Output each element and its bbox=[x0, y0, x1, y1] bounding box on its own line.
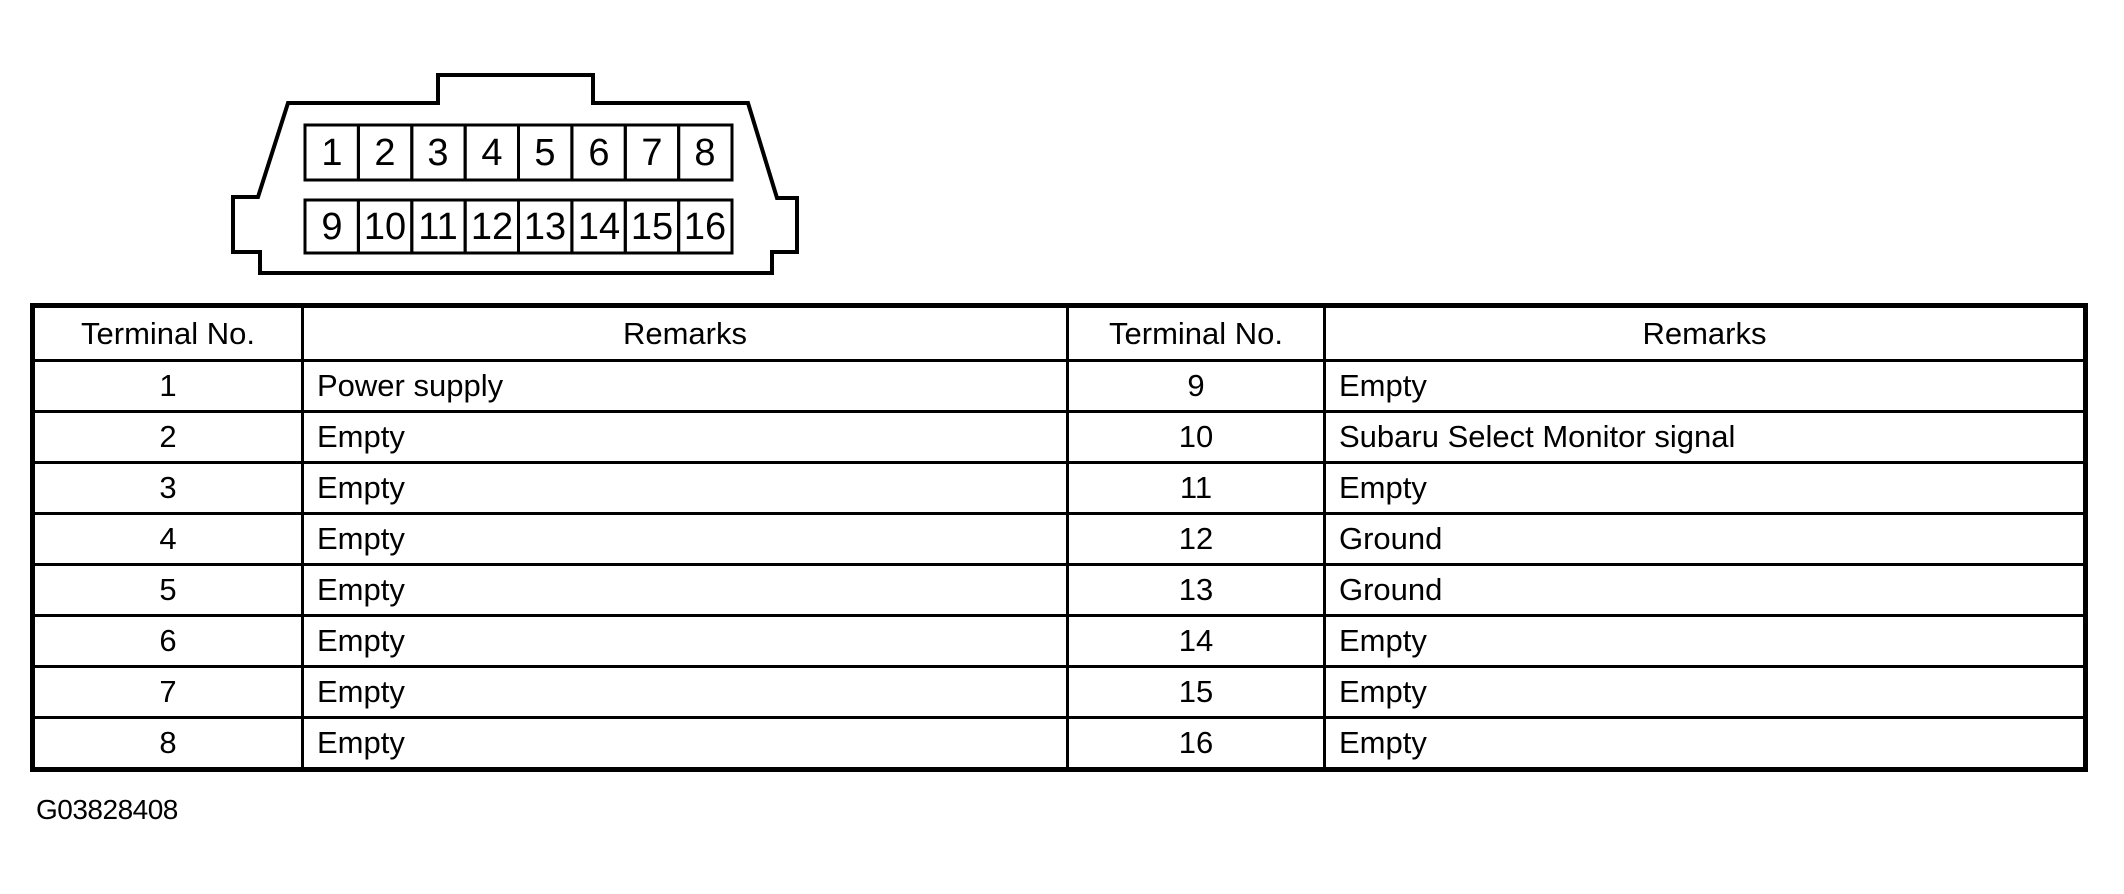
terminal-remark: Empty bbox=[301, 512, 1069, 566]
terminal-remark: Subaru Select Monitor signal bbox=[1323, 410, 2087, 464]
terminal-table: Terminal No. Remarks Terminal No. Remark… bbox=[30, 303, 2088, 772]
terminal-number: 1 bbox=[31, 359, 304, 413]
pin-number: 4 bbox=[481, 132, 502, 174]
terminal-remark: Empty bbox=[1323, 665, 2087, 719]
terminal-remark: Empty bbox=[301, 716, 1069, 771]
terminal-number: 9 bbox=[1066, 359, 1326, 413]
pin-number: 3 bbox=[427, 132, 448, 174]
terminal-number: 12 bbox=[1066, 512, 1326, 566]
terminal-remark: Empty bbox=[301, 665, 1069, 719]
pin-number: 12 bbox=[471, 206, 513, 248]
pin-number: 11 bbox=[418, 206, 457, 248]
terminal-remark: Ground bbox=[1323, 563, 2087, 617]
terminal-remark: Empty bbox=[1323, 614, 2087, 668]
terminal-number: 13 bbox=[1066, 563, 1326, 617]
header-remarks-right: Remarks bbox=[1323, 304, 2087, 362]
terminal-number: 4 bbox=[31, 512, 304, 566]
terminal-number: 15 bbox=[1066, 665, 1326, 719]
pin-number: 6 bbox=[588, 132, 609, 174]
pin-number: 13 bbox=[524, 206, 566, 248]
terminal-number: 14 bbox=[1066, 614, 1326, 668]
connector-outline bbox=[231, 73, 799, 275]
pin-number: 1 bbox=[321, 132, 342, 174]
pin-cell bbox=[677, 198, 734, 255]
terminal-remark: Empty bbox=[1323, 461, 2087, 515]
pin-number: 2 bbox=[374, 132, 395, 174]
terminal-number: 8 bbox=[31, 716, 304, 771]
pin-number: 9 bbox=[321, 206, 342, 248]
terminal-number: 10 bbox=[1066, 410, 1326, 464]
figure-code: G03828408 bbox=[36, 794, 178, 825]
terminal-number: 6 bbox=[31, 614, 304, 668]
terminal-number: 16 bbox=[1066, 716, 1326, 771]
table-row: 2 Empty 10 Subaru Select Monitor signal bbox=[31, 410, 2087, 464]
terminal-number: 2 bbox=[31, 410, 304, 464]
pin-row-bottom: 9 10 11 12 13 14 15 16 bbox=[303, 198, 734, 255]
table-row: 8 Empty 16 Empty bbox=[31, 716, 2087, 771]
connector-diagram: 1 2 3 4 5 6 7 8 9 10 11 12 13 14 15 16 bbox=[231, 73, 799, 275]
table-row: 1 Power supply 9 Empty bbox=[31, 359, 2087, 413]
terminal-remark: Ground bbox=[1323, 512, 2087, 566]
pin-row-top: 1 2 3 4 5 6 7 8 bbox=[303, 123, 734, 182]
terminal-remark: Empty bbox=[301, 410, 1069, 464]
table-row: 4 Empty 12 Ground bbox=[31, 512, 2087, 566]
pin-number: 8 bbox=[694, 132, 715, 174]
pin-number: 16 bbox=[684, 206, 726, 248]
terminal-remark: Power supply bbox=[301, 359, 1069, 413]
pin-number: 10 bbox=[364, 206, 406, 248]
table-row: 3 Empty 11 Empty bbox=[31, 461, 2087, 515]
terminal-remark: Empty bbox=[301, 461, 1069, 515]
terminal-number: 5 bbox=[31, 563, 304, 617]
pin-number: 14 bbox=[578, 206, 620, 248]
pin-number: 15 bbox=[631, 206, 673, 248]
table-row: 7 Empty 15 Empty bbox=[31, 665, 2087, 719]
pin-cell bbox=[677, 123, 734, 182]
header-remarks-left: Remarks bbox=[301, 304, 1069, 362]
header-terminal-no-left: Terminal No. bbox=[31, 304, 304, 362]
table-row: 5 Empty 13 Ground bbox=[31, 563, 2087, 617]
table-row: 6 Empty 14 Empty bbox=[31, 614, 2087, 668]
pin-number: 5 bbox=[534, 132, 555, 174]
terminal-remark: Empty bbox=[1323, 359, 2087, 413]
terminal-number: 3 bbox=[31, 461, 304, 515]
terminal-remark: Empty bbox=[301, 563, 1069, 617]
terminal-remark: Empty bbox=[1323, 716, 2087, 771]
terminal-number: 7 bbox=[31, 665, 304, 719]
terminal-number: 11 bbox=[1066, 461, 1326, 515]
terminal-remark: Empty bbox=[301, 614, 1069, 668]
header-terminal-no-right: Terminal No. bbox=[1066, 304, 1326, 362]
table-header-row: Terminal No. Remarks Terminal No. Remark… bbox=[31, 304, 2087, 362]
pin-number: 7 bbox=[641, 132, 662, 174]
